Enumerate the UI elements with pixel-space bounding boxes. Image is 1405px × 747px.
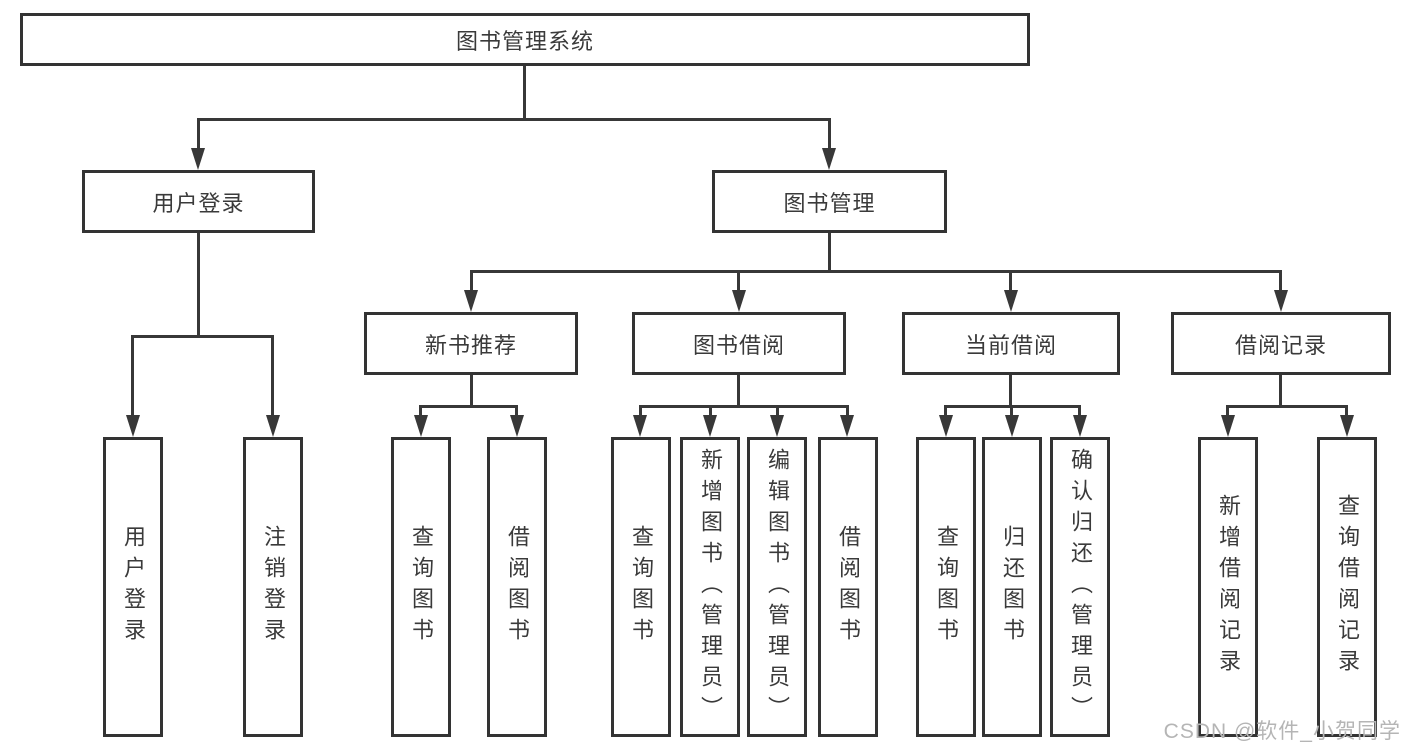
arrowhead-down <box>266 415 280 437</box>
connector-line <box>737 375 740 408</box>
node-leaf-borrow-books-b: 借阅图书 <box>818 437 878 737</box>
connector-line <box>846 405 849 417</box>
arrowhead-down <box>1274 290 1288 312</box>
connector-line <box>1009 270 1012 292</box>
connector-line <box>271 335 274 417</box>
connector-line <box>828 118 831 150</box>
connector-line <box>419 405 422 417</box>
node-book-management: 图书管理 <box>712 170 947 233</box>
connector-line <box>131 335 274 338</box>
node-current-borrowing: 当前借阅 <box>902 312 1120 375</box>
connector-line <box>470 270 473 292</box>
connector-line <box>197 118 200 150</box>
arrowhead-down <box>464 290 478 312</box>
node-leaf-borrow-books-a: 借阅图书 <box>487 437 547 737</box>
connector-line <box>1010 405 1013 417</box>
connector-line <box>131 335 134 417</box>
arrowhead-down <box>633 415 647 437</box>
node-leaf-query-books-c: 查询图书 <box>916 437 976 737</box>
arrowhead-down <box>840 415 854 437</box>
node-leaf-edit-books-admin: 编辑图书（管理员） <box>747 437 807 737</box>
connector-line <box>470 270 1282 273</box>
arrowhead-down <box>1073 415 1087 437</box>
connector-line <box>639 405 642 417</box>
csdn-watermark: CSDN @软件_小贺同学 <box>1163 720 1401 743</box>
connector-line <box>523 66 526 121</box>
arrowhead-down <box>1340 415 1354 437</box>
arrowhead-down <box>939 415 953 437</box>
connector-line <box>1078 405 1081 417</box>
node-leaf-query-books-b: 查询图书 <box>611 437 671 737</box>
arrowhead-down <box>1221 415 1235 437</box>
arrowhead-down <box>703 415 717 437</box>
node-leaf-query-books-a: 查询图书 <box>391 437 451 737</box>
node-leaf-return-books: 归还图书 <box>982 437 1042 737</box>
connector-line <box>737 270 740 292</box>
arrowhead-down <box>191 148 205 170</box>
arrowhead-down <box>510 415 524 437</box>
connector-line <box>419 405 518 408</box>
connector-line <box>639 405 849 408</box>
connector-line <box>197 233 200 338</box>
connector-line <box>828 233 831 273</box>
connector-line <box>197 118 831 121</box>
arrowhead-down <box>414 415 428 437</box>
node-user-login: 用户登录 <box>82 170 315 233</box>
arrowhead-down <box>1005 415 1019 437</box>
node-leaf-query-borrow-record: 查询借阅记录 <box>1317 437 1377 737</box>
node-book-borrowing: 图书借阅 <box>632 312 846 375</box>
arrowhead-down <box>1004 290 1018 312</box>
connector-line <box>776 405 779 417</box>
arrowhead-down <box>732 290 746 312</box>
connector-line <box>515 405 518 417</box>
node-root: 图书管理系统 <box>20 13 1030 66</box>
connector-line <box>1345 405 1348 417</box>
connector-line <box>1279 375 1282 408</box>
connector-line <box>1226 405 1229 417</box>
node-leaf-add-books-admin: 新增图书（管理员） <box>680 437 740 737</box>
node-borrowing-records: 借阅记录 <box>1171 312 1391 375</box>
node-leaf-logout: 注销登录 <box>243 437 303 737</box>
arrowhead-down <box>770 415 784 437</box>
node-leaf-add-borrow-record: 新增借阅记录 <box>1198 437 1258 737</box>
node-leaf-confirm-return-admin: 确认归还（管理员） <box>1050 437 1110 737</box>
arrowhead-down <box>126 415 140 437</box>
connector-line <box>709 405 712 417</box>
arrowhead-down <box>822 148 836 170</box>
connector-line <box>470 375 473 408</box>
connector-line <box>1226 405 1348 408</box>
connector-line <box>944 405 947 417</box>
node-new-book-recommendation: 新书推荐 <box>364 312 578 375</box>
connector-line <box>1009 375 1012 408</box>
node-leaf-user-login: 用户登录 <box>103 437 163 737</box>
connector-line <box>1279 270 1282 292</box>
